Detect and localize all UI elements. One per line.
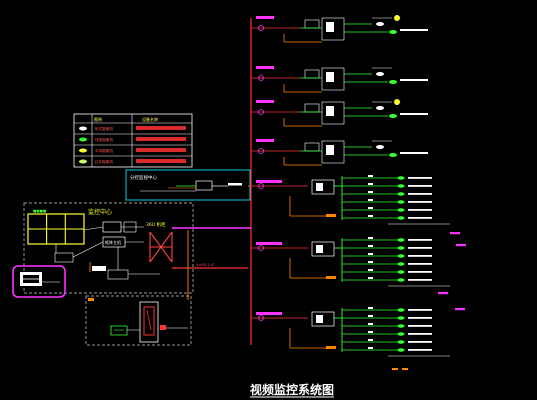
camera-icon: [397, 176, 405, 180]
camera-icon: [376, 72, 384, 76]
camera-icon: [397, 278, 405, 282]
equipment-room: [85, 295, 192, 346]
svg-text:4×RG-1/4": 4×RG-1/4": [196, 263, 215, 267]
half-dome-camera-icon: [79, 148, 87, 153]
camera-icon: [389, 114, 397, 118]
branch-tag: [256, 180, 282, 183]
cable-tag: [450, 232, 460, 235]
camera-icon: [397, 246, 405, 250]
camera-icon: [397, 316, 405, 320]
controller-label: 矩阵主机: [105, 239, 121, 245]
branch-tag: [256, 66, 274, 69]
camera-icon: [397, 200, 405, 204]
monitor-center-label: 监控中心: [88, 208, 112, 216]
legend-header-name: 设备名称: [142, 116, 158, 122]
branch-tag: [256, 139, 274, 142]
video-wall: ■■■■: [27, 209, 85, 245]
camera-icon: [397, 184, 405, 188]
camera-icon: [397, 324, 405, 328]
legend-row-2: 球型摄像机: [95, 137, 113, 142]
operator-workstation: [12, 265, 66, 298]
svg-text:■■■■: ■■■■: [33, 209, 46, 213]
gun-camera-icon: [79, 126, 87, 131]
monitor-center: 监控中心 ■■■■ 矩阵主机 36U 机柜: [23, 202, 248, 300]
branch-center-label: 分控监视中心: [130, 174, 157, 181]
camera-icon: [394, 15, 400, 21]
camera-icon: [397, 340, 405, 344]
camera-icon: [389, 30, 397, 34]
legend-row-3: 半球摄像机: [95, 148, 113, 153]
branch-tag: [256, 100, 274, 103]
cable-tag: [438, 292, 448, 295]
branch-tag: [256, 312, 282, 315]
legend-header-symbol: 图例: [94, 116, 102, 122]
cabinet-rack: [149, 231, 173, 263]
camera-icon: [376, 106, 384, 110]
camera-icon: [397, 238, 405, 242]
legend-table: 图例 设备名称 枪式摄像机 球型摄像机 半球摄像机 红外摄像机: [73, 113, 193, 168]
ir-camera-icon: [79, 159, 87, 164]
main-bus: [248, 18, 252, 345]
dome-camera-icon: [79, 137, 87, 142]
branch-monitor-center: 分控监视中心: [125, 169, 251, 201]
camera-icon: [397, 208, 405, 212]
camera-icon: [376, 145, 384, 149]
matrix-box: [102, 221, 122, 233]
camera-icon: [394, 99, 400, 105]
diagram-title: 视频监控系统图: [250, 382, 334, 397]
legend-row-1: 枪式摄像机: [95, 126, 113, 131]
legend-row-4: 红外摄像机: [95, 159, 113, 164]
camera-icon: [397, 332, 405, 336]
camera-icon: [397, 262, 405, 266]
camera-icon: [397, 308, 405, 312]
camera-icon: [389, 80, 397, 84]
branch-tag: [256, 16, 274, 19]
camera-icon: [376, 22, 384, 26]
cable-tag: [456, 244, 466, 247]
cable-tag: [455, 308, 465, 311]
camera-icon: [397, 270, 405, 274]
camera-icon: [397, 192, 405, 196]
cabinet-label: 36U 机柜: [146, 221, 166, 228]
camera-icon: [397, 216, 405, 220]
camera-branches: [251, 15, 466, 370]
camera-icon: [397, 254, 405, 258]
camera-icon: [397, 348, 405, 352]
camera-icon: [389, 153, 397, 157]
branch-tag: [256, 242, 282, 245]
